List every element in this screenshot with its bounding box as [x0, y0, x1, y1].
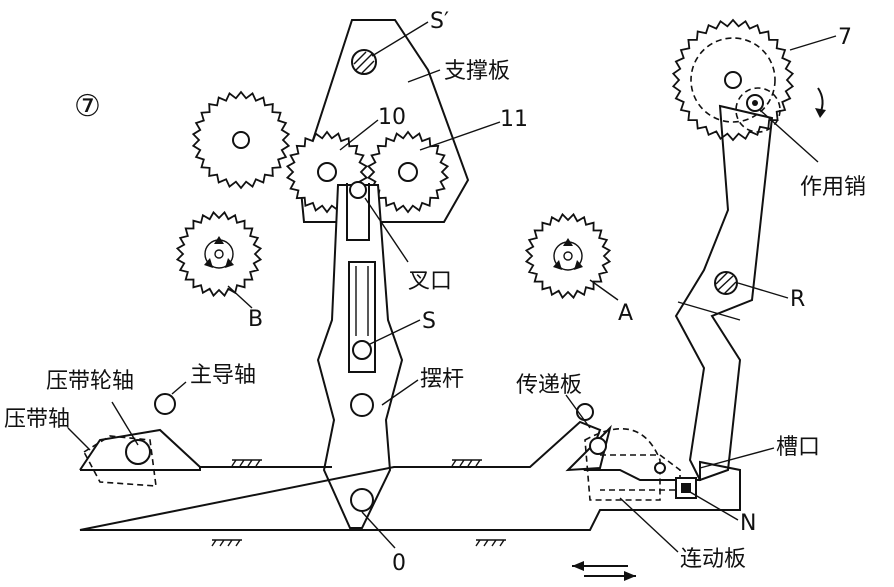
gear-b: [175, 210, 263, 298]
label-s-prime: S′: [430, 9, 449, 34]
label-gear-b: B: [248, 307, 263, 332]
gear-a: [524, 212, 612, 300]
figure-number: ⑦: [74, 89, 101, 124]
label-support-plate: 支撑板: [444, 59, 510, 84]
gear-11-hub: [398, 162, 418, 182]
label-gear-11: 11: [500, 107, 528, 132]
label-point-n: N: [740, 511, 756, 536]
gear-a-teeth: [524, 212, 612, 300]
gear-7-dashed-ring-small: [735, 87, 781, 133]
label-gear-10: 10: [378, 105, 406, 130]
lever-hole: [350, 393, 374, 417]
link-plate: [79, 420, 741, 531]
label-pinch-roller-axle: 压带轮轴: [46, 369, 134, 394]
right-lever: [674, 104, 774, 482]
label-action-pin: 作用销: [800, 175, 866, 200]
label-swing-lever: 摆杆: [420, 367, 464, 392]
gear-7-hub: [724, 71, 742, 89]
ground-hatch: [211, 459, 506, 547]
label-link-plate: 连动板: [680, 547, 746, 572]
leader-lines: [67, 21, 837, 553]
fork: [346, 183, 370, 241]
transfer-plate-pin: [576, 403, 594, 421]
pinch-roller: [125, 439, 151, 465]
gear-left-top-hub: [232, 131, 250, 149]
capstan: [154, 393, 176, 415]
motion-arrows: [572, 561, 636, 581]
gear-b-teeth: [175, 210, 263, 298]
pin-s: [352, 340, 372, 360]
label-pin-s: S: [422, 309, 436, 334]
label-pinch-axle: 压带轴: [4, 407, 70, 432]
label-pivot-o: 0: [392, 551, 406, 576]
label-gear-a: A: [618, 301, 633, 326]
label-fork: 叉口: [408, 269, 452, 294]
gear-7-dashed-ring: [690, 37, 776, 123]
label-capstan: 主导轴: [190, 363, 256, 388]
label-transfer-plate: 传递板: [516, 373, 582, 398]
lever-slot: [348, 261, 376, 373]
label-gear-7: 7: [838, 25, 852, 50]
gear-10-hub: [317, 162, 337, 182]
fork-pin: [349, 181, 367, 199]
label-slot: 槽口: [776, 435, 820, 460]
slot-pin: [654, 462, 666, 474]
gear-a-hub: [553, 238, 583, 271]
pivot-o: [350, 488, 374, 512]
gear-b-hub: [204, 236, 234, 269]
label-pivot-r: R: [790, 287, 805, 312]
